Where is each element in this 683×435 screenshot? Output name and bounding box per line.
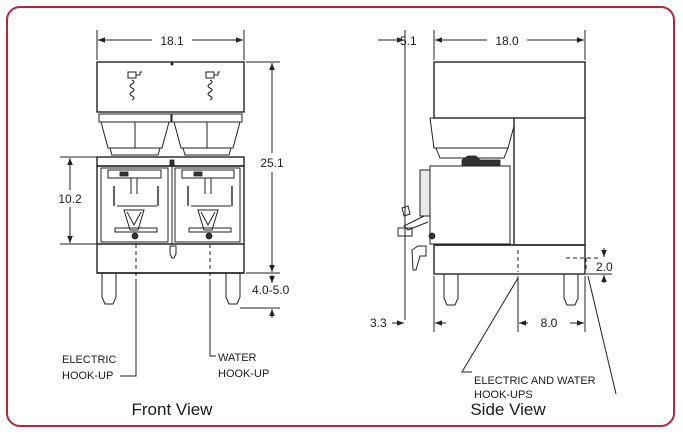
server-right [174,167,241,243]
brew-funnel-left [98,113,172,156]
front-width-dim: 18.1 [160,34,184,48]
electric-hookup-label-line2: HOOK-UP [62,370,113,382]
water-hookup-label-line2: HOOK-UP [218,368,269,380]
front-height-dim: 25.1 [260,156,284,170]
hookups-label-line2: HOOK-UPS [474,389,533,401]
side-depth-dim: 18.0 [495,34,519,48]
front-side-dim: 10.2 [58,192,82,206]
electric-hookup-label-line1: ELECTRIC [62,354,116,366]
brew-funnel-right [171,113,243,156]
side-view-title: Side View [470,400,546,419]
front-clearance-dim: 4.0-5.0 [252,283,290,297]
level-gauge-right [205,71,220,101]
water-hookup-label-line1: WATER [218,352,257,364]
side-offset-dim: 5.1 [400,34,417,48]
server-left [100,167,169,243]
front-view-drawing [60,30,280,377]
front-view-title: Front View [132,400,214,419]
level-gauge-left [127,71,142,101]
side-hookup-height-dim: 2.0 [596,260,613,274]
side-rear-dim: 8.0 [541,316,558,330]
hookups-label-line1: ELECTRIC AND WATER [474,375,596,387]
side-faucet-dim: 3.3 [370,316,387,330]
side-server [397,155,511,245]
diagram-frame [6,6,675,427]
side-view-drawing [378,30,617,395]
